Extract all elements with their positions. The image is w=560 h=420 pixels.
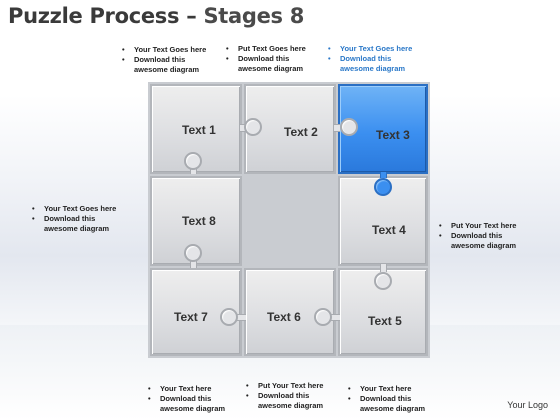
puzzle-knob-icon xyxy=(340,118,358,136)
connector-stem xyxy=(240,124,246,132)
note-bottom-mid: Put Your Text here Download this awesome… xyxy=(244,381,323,411)
connector-stem xyxy=(236,314,246,321)
note-line: Your Text Goes here xyxy=(30,204,116,214)
connector-stem xyxy=(190,258,197,268)
note-line: Put Text Goes here xyxy=(224,44,306,54)
piece-label: Text 6 xyxy=(267,310,301,324)
piece-label: Text 3 xyxy=(376,128,410,142)
note-line: awesome diagram xyxy=(44,224,110,233)
note-line: Your Text Goes here xyxy=(326,44,412,54)
note-line: awesome diagram xyxy=(360,404,426,413)
title-dash: – xyxy=(186,4,197,28)
connector-stem xyxy=(330,314,340,321)
note-line: Download this xyxy=(120,55,206,65)
note-line: Your Text here xyxy=(346,384,425,394)
note-line: Put Your Text here xyxy=(244,381,323,391)
note-right: Put Your Text here Download this awesome… xyxy=(437,221,516,251)
puzzle-knob-icon xyxy=(220,308,238,326)
note-line: Download this xyxy=(437,231,516,241)
puzzle-knob-icon xyxy=(374,272,392,290)
note-line: Download this xyxy=(224,54,306,64)
note-line: awesome diagram xyxy=(160,404,226,413)
note-line: awesome diagram xyxy=(134,65,200,74)
note-line: Your Text Goes here xyxy=(120,45,206,55)
note-line: awesome diagram xyxy=(238,64,304,73)
note-line: Download this xyxy=(346,394,425,404)
note-line: Download this xyxy=(244,391,323,401)
note-line: Download this xyxy=(326,54,412,64)
note-line: awesome diagram xyxy=(258,401,324,410)
note-line: awesome diagram xyxy=(451,241,517,250)
note-line: awesome diagram xyxy=(340,64,406,73)
note-top-mid: Put Text Goes here Download this awesome… xyxy=(224,44,306,74)
piece-label: Text 7 xyxy=(174,310,208,324)
piece-label: Text 8 xyxy=(182,214,216,228)
piece-label: Text 2 xyxy=(284,125,318,139)
note-bottom-right: Your Text here Download this awesome dia… xyxy=(346,384,425,414)
puzzle-knob-icon xyxy=(244,118,262,136)
puzzle-knob-icon xyxy=(184,152,202,170)
puzzle-knob-icon xyxy=(314,308,332,326)
connector-stem xyxy=(334,124,340,132)
piece-label: Text 1 xyxy=(182,123,216,137)
note-line: Put Your Text here xyxy=(437,221,516,231)
logo-text: Your Logo xyxy=(507,400,548,410)
piece-label: Text 4 xyxy=(372,223,406,237)
puzzle-piece-text8[interactable]: Text 8 xyxy=(150,176,242,266)
note-top-left: Your Text Goes here Download this awesom… xyxy=(120,45,206,75)
connector-stem xyxy=(380,264,387,272)
note-line: Download this xyxy=(30,214,116,224)
note-left: Your Text Goes here Download this awesom… xyxy=(30,204,116,234)
puzzle-board: Text 1 Text 2 Text 3 Text 8 Text 4 Text … xyxy=(148,82,430,358)
title-stage: Stages 8 xyxy=(203,4,305,28)
page-title: Puzzle Process – Stages 8 xyxy=(8,4,304,28)
note-top-right: Your Text Goes here Download this awesom… xyxy=(326,44,412,74)
connector-stem xyxy=(380,172,387,178)
piece-label: Text 5 xyxy=(368,314,402,328)
note-line: Your Text here xyxy=(146,384,225,394)
title-main: Puzzle Process xyxy=(8,4,180,28)
puzzle-knob-icon xyxy=(184,244,202,262)
note-line: Download this xyxy=(146,394,225,404)
puzzle-knob-icon xyxy=(374,178,392,196)
note-bottom-left: Your Text here Download this awesome dia… xyxy=(146,384,225,414)
